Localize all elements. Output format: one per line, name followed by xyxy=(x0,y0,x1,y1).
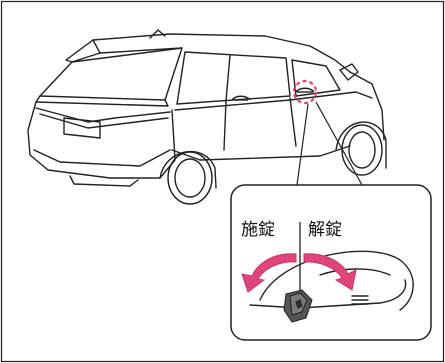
clockwise-arrow-icon xyxy=(303,253,357,291)
mechanical-key-icon xyxy=(283,289,313,323)
rear-door-handle-icon xyxy=(231,95,251,101)
counterclockwise-arrow-icon xyxy=(241,253,297,293)
callout-lines xyxy=(296,101,363,186)
lock-label: 施錠 xyxy=(241,220,275,240)
unlock-label: 解錠 xyxy=(308,220,342,240)
car-rear-view-icon xyxy=(27,29,387,205)
door-handle-icon xyxy=(295,87,315,93)
keyhole-highlight-circle xyxy=(292,79,318,105)
enlarged-handle-icon xyxy=(249,250,414,311)
